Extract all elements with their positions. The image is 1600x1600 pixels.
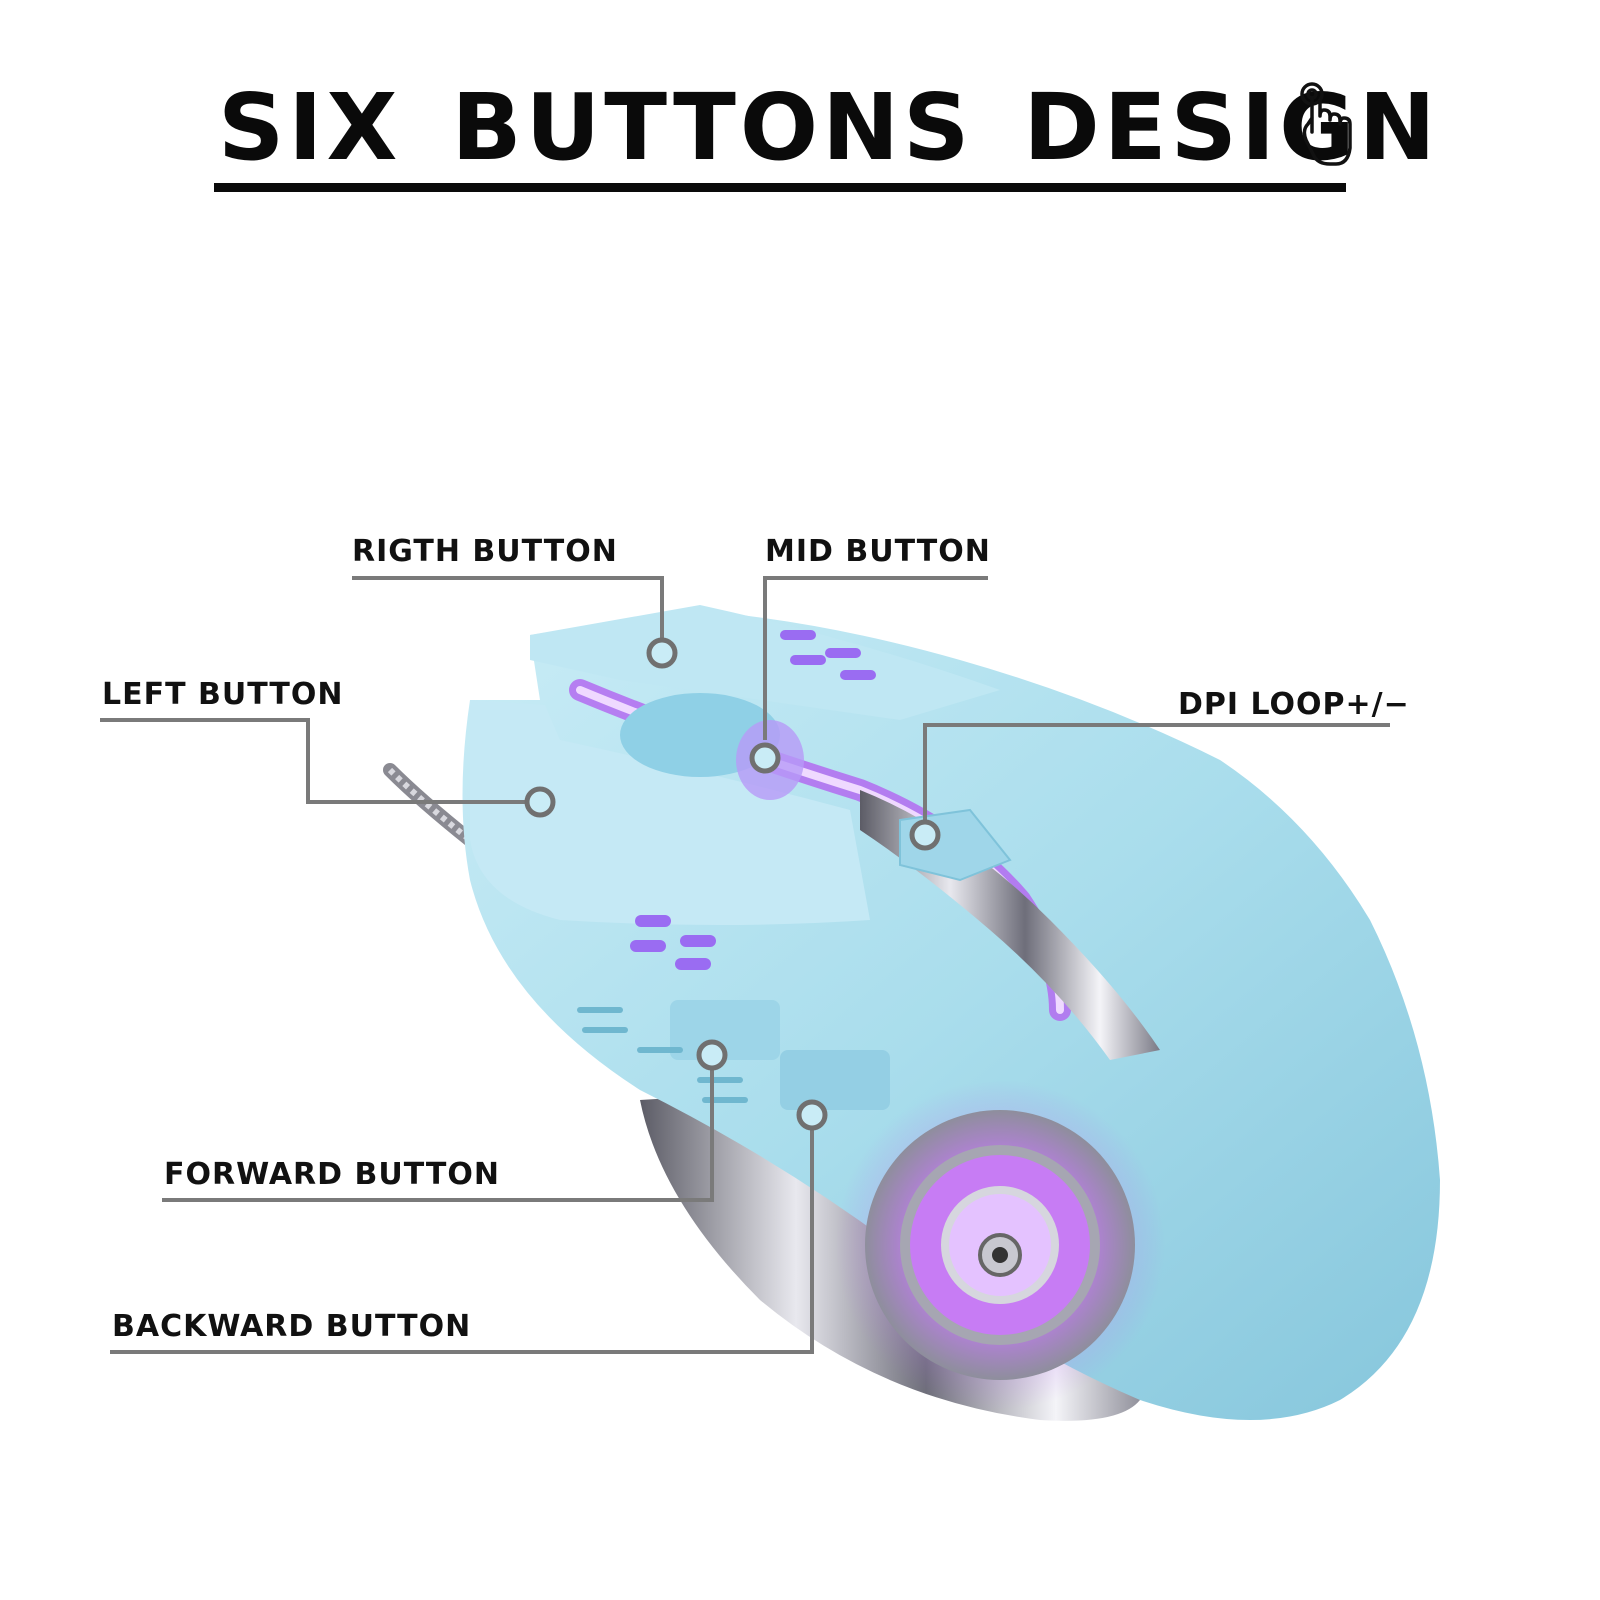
top-vent-slots [630, 630, 876, 970]
page-title: SIX BUTTONS DESIGN [218, 74, 1440, 181]
backward-side-button [780, 1050, 890, 1110]
callout-left-button: LEFT BUTTON [102, 677, 344, 712]
callout-dpi-loop: DPI LOOP+/− [1178, 687, 1410, 722]
callout-forward-button: FORWARD BUTTON [164, 1157, 500, 1192]
forward-side-button [670, 1000, 780, 1060]
callout-anchor-points [524, 637, 941, 1131]
callout-mid-button: MID BUTTON [765, 534, 991, 569]
callout-right-button: RIGTH BUTTON [352, 534, 618, 569]
callout-backward-button: BACKWARD BUTTON [112, 1309, 472, 1344]
pointing-hand-icon [1300, 82, 1352, 166]
mouse-left-button [470, 700, 870, 925]
callout-leader-lines [100, 576, 1390, 1354]
title-underline [214, 183, 1346, 192]
